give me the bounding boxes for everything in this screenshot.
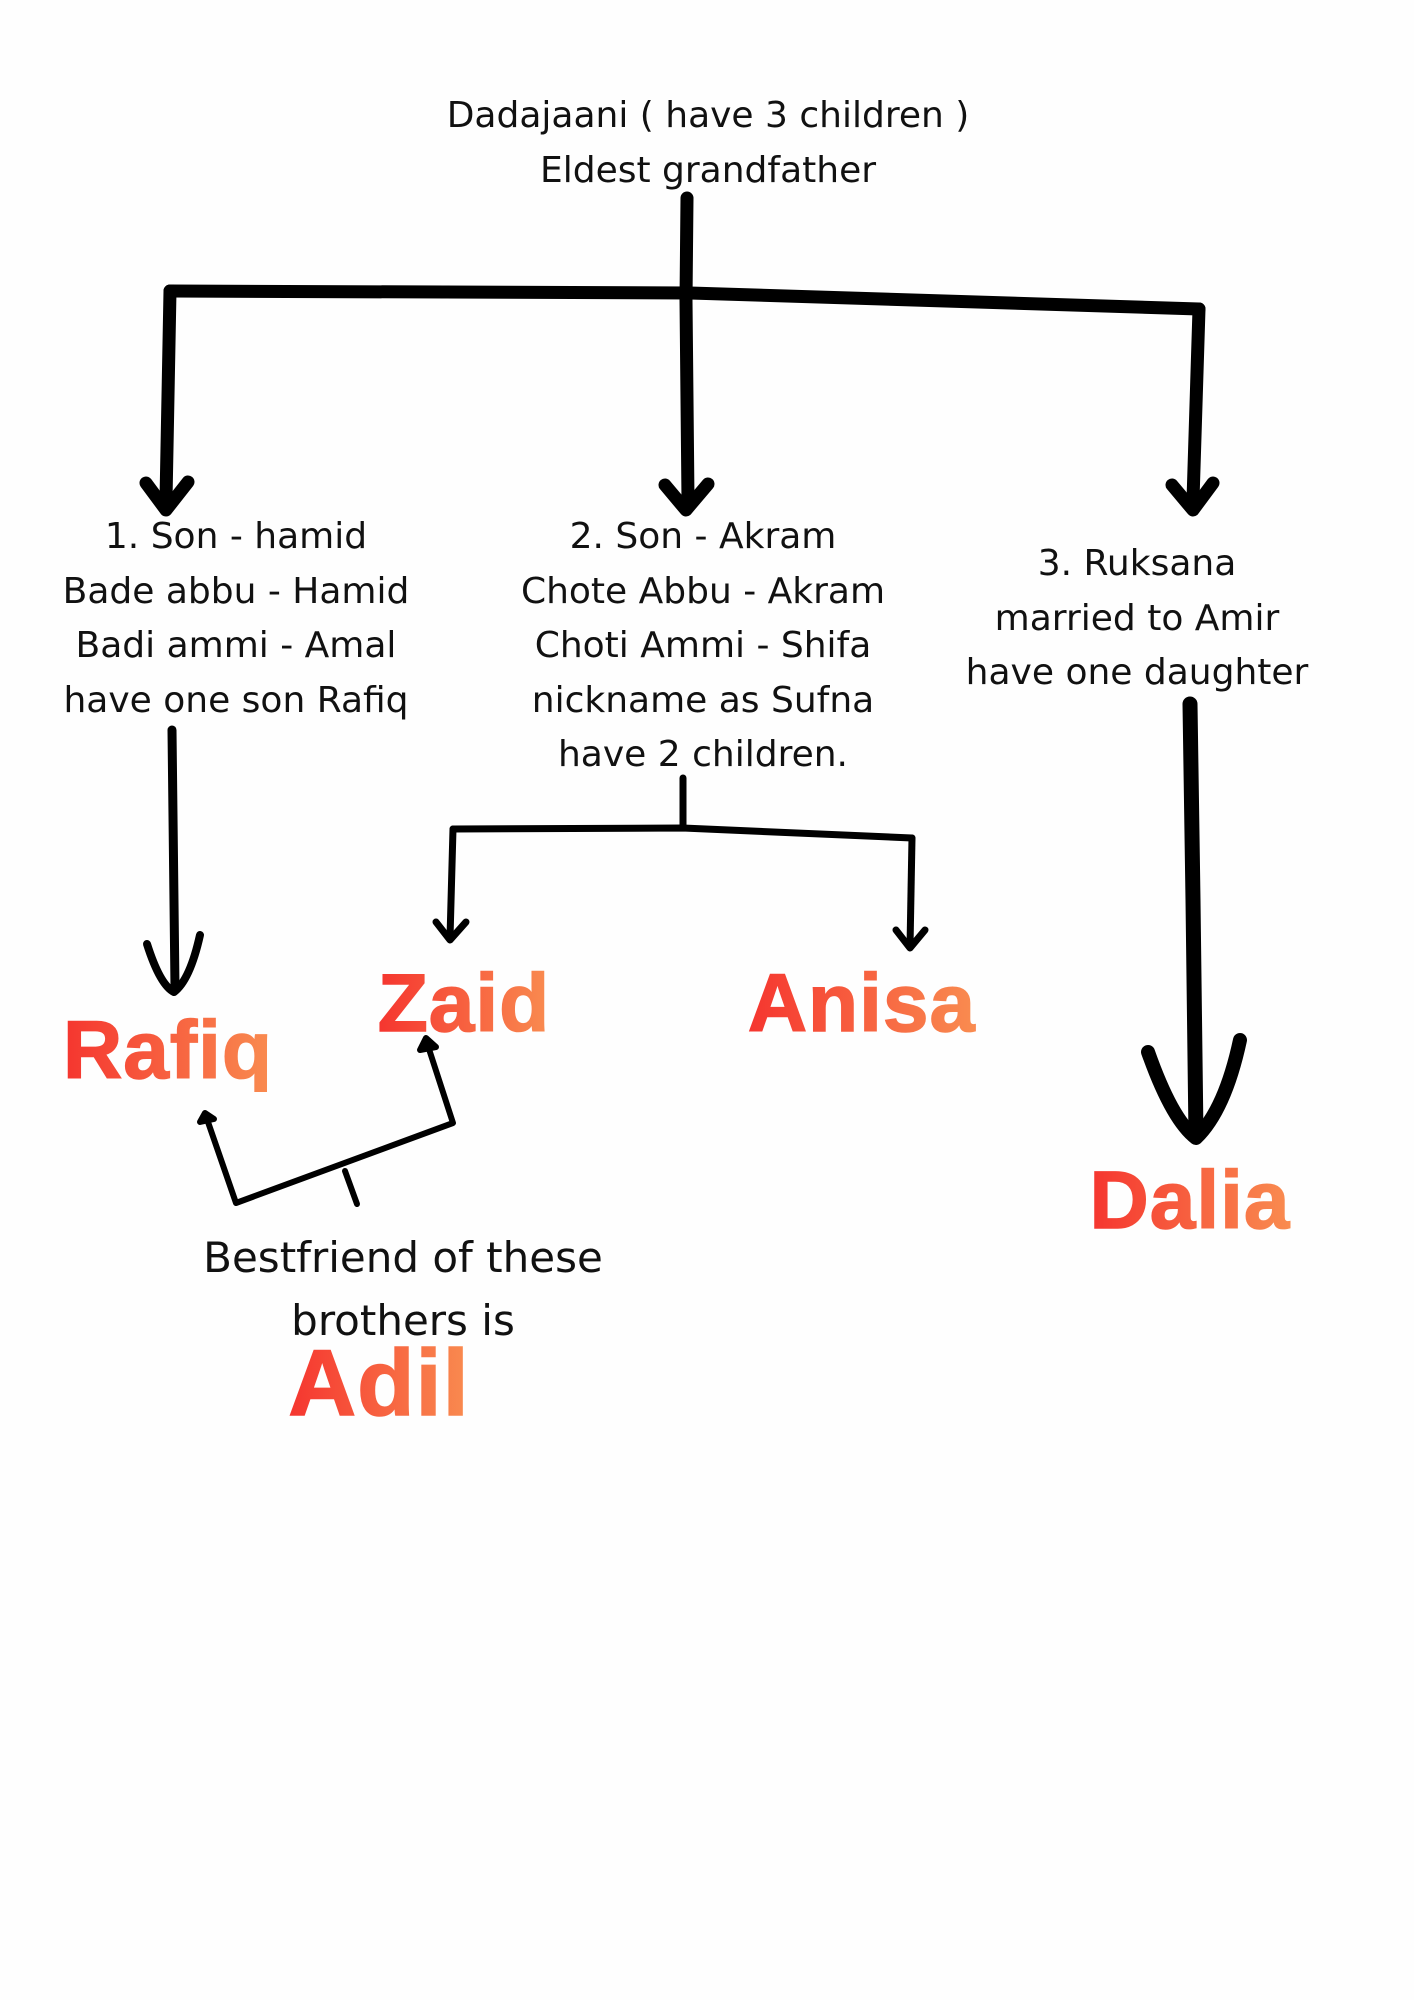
node-line: married to Amir — [994, 597, 1280, 639]
node-line: have 2 children. — [557, 734, 848, 775]
branch-line-3 — [1186, 302, 1206, 507]
arrowhead-bestfriend-zaid — [417, 1035, 439, 1053]
akram-horizontal-line — [449, 824, 916, 842]
node-line: have one daughter — [965, 652, 1309, 693]
node-line: have one son Rafiq — [63, 679, 409, 721]
node-line: Chote Abbu - Akram — [520, 570, 886, 612]
arrowhead-rafiq — [143, 931, 204, 996]
node-line: 3. Ruksana — [1037, 543, 1237, 584]
arrow-to-anisa — [906, 834, 916, 951]
bestfriend-stem — [342, 1168, 360, 1207]
arrow-to-rafiq — [167, 725, 180, 993]
root-stem-line — [679, 191, 695, 507]
root-name: Dadajaani ( have 3 children ) — [446, 95, 970, 136]
arrowhead-dalia — [1141, 1033, 1247, 1145]
root-node: Dadajaani ( have 3 children ) Eldest gra… — [447, 89, 970, 198]
bestfriend-bracket — [205, 1043, 456, 1206]
bestfriend-caption: Bestfriend of these brothers is — [203, 1226, 603, 1352]
arrowhead-anisa — [892, 926, 929, 952]
child-node-ruksana: 3. Ruksana married to Amir have one daug… — [966, 537, 1309, 701]
child-node-akram: 2. Son - Akram Chote Abbu - Akram Choti … — [521, 510, 885, 783]
arrowhead-2 — [658, 477, 715, 517]
child-node-hamid: 1. Son - hamid Bade abbu - Hamid Badi am… — [63, 510, 410, 728]
grandchild-zaid: Zaid — [377, 958, 551, 1049]
arrowhead-1 — [139, 475, 195, 517]
arrowhead-bestfriend-rafiq — [197, 1110, 217, 1125]
node-line: nickname as Sufna — [531, 679, 875, 721]
grandchild-anisa: Anisa — [747, 958, 977, 1049]
root-subtitle: Eldest grandfather — [539, 149, 877, 191]
caption-line: Bestfriend of these — [203, 1233, 603, 1282]
grandchild-rafiq: Rafiq — [62, 1005, 273, 1096]
bestfriend-adil: Adil — [287, 1330, 470, 1435]
branch-line-1 — [159, 284, 177, 507]
arrowhead-zaid — [432, 918, 470, 944]
arrow-to-dalia — [1182, 696, 1204, 1144]
node-line: Bade abbu - Hamid — [62, 570, 410, 612]
node-line: Choti Ammi - Shifa — [534, 625, 872, 666]
grandchild-dalia: Dalia — [1089, 1155, 1291, 1246]
arrow-to-zaid — [446, 825, 457, 942]
node-line: Badi ammi - Amal — [75, 625, 397, 666]
root-horizontal-line — [163, 284, 1206, 316]
caption-line: brothers is — [291, 1296, 515, 1345]
node-line: 2. Son - Akram — [569, 516, 837, 557]
arrowhead-3 — [1165, 476, 1220, 517]
node-line: 1. Son - hamid — [104, 516, 368, 557]
